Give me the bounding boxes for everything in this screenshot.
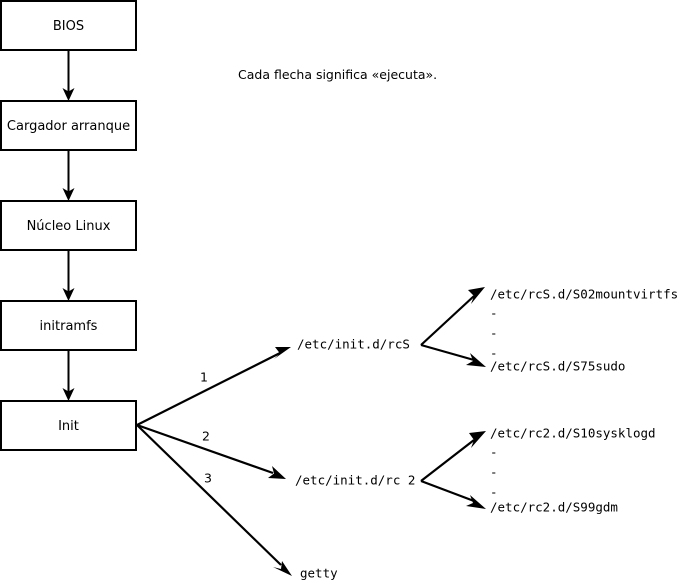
node-bootloader: Cargador arranque: [0, 100, 137, 151]
branch-1-number: 1: [200, 370, 208, 385]
branch-2-number: 2: [202, 429, 210, 444]
init-label: Init: [58, 419, 79, 434]
initramfs-box: [0, 300, 137, 351]
branch-3-number: 3: [204, 471, 212, 486]
node-bios: BIOS: [0, 0, 137, 51]
kernel-label: Núcleo Linux: [27, 219, 111, 234]
rc2-first-script-label: /etc/rc2.d/S10sysklogd: [490, 426, 656, 441]
rcs-first-script-label: /etc/rcS.d/S02mountvirtfs: [490, 287, 678, 302]
arrow-bootloader-to-kernel: [62, 150, 75, 201]
rcs-last-script-label: /etc/rcS.d/S75sudo: [490, 359, 625, 374]
rc2-last-script-label: /etc/rc2.d/S99gdm: [490, 500, 618, 515]
arrow-init-branch-1: [136, 347, 291, 426]
rcs-ellipsis-dash-3: -: [490, 346, 498, 361]
arrow-init-branch-3: [136, 424, 292, 576]
bootloader-box: [0, 100, 137, 151]
arrow-rcs-to-last-script: [420, 343, 486, 367]
init-box: [0, 400, 137, 451]
node-initramfs: initramfs: [0, 300, 137, 351]
node-init: Init: [0, 400, 137, 451]
rc2-ellipsis-dash-1: -: [490, 445, 498, 460]
bootloader-label: Cargador arranque: [7, 119, 130, 134]
bios-box: [0, 0, 137, 51]
arrow-kernel-to-initramfs: [62, 250, 75, 301]
arrow-rcs-to-first-script: [420, 287, 485, 346]
arrow-init-branch-2: [136, 423, 286, 479]
arrow-bios-to-bootloader: [62, 50, 75, 101]
rcs-ellipsis-dash-2: -: [490, 326, 498, 341]
bios-label: BIOS: [53, 19, 84, 34]
node-kernel: Núcleo Linux: [0, 200, 137, 251]
diagram-note: Cada flecha significa «ejecuta».: [238, 67, 437, 82]
arrow-rc2-to-last-script: [420, 479, 486, 509]
rc2-ellipsis-dash-2: -: [490, 465, 498, 480]
arrow-rc2-to-first-script: [420, 431, 486, 482]
branch-3-target-label: getty: [300, 566, 338, 581]
rcs-ellipsis-dash-1: -: [490, 306, 498, 321]
initramfs-label: initramfs: [40, 319, 98, 334]
arrow-initramfs-to-init: [62, 350, 75, 401]
branch-2-target-label: /etc/init.d/rc 2: [295, 473, 415, 488]
branch-1-target-label: /etc/init.d/rcS: [297, 337, 410, 352]
rc2-ellipsis-dash-3: -: [490, 485, 498, 500]
